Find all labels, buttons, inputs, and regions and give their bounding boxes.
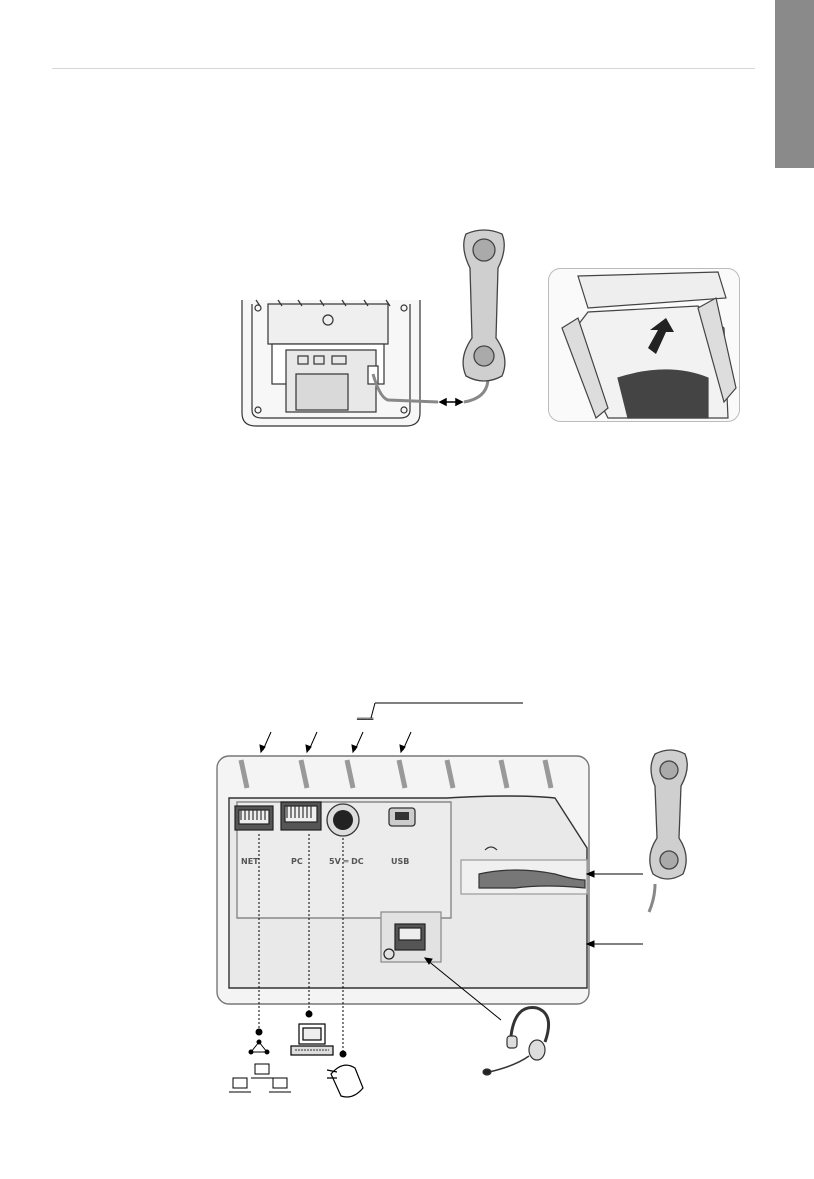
handset-cord — [371, 373, 439, 404]
cord-arrow-icon — [438, 397, 464, 407]
pc-port — [280, 801, 322, 831]
header-rule — [52, 68, 755, 69]
power-port — [326, 803, 360, 837]
section-tab — [775, 0, 814, 168]
power-adapter-icon — [326, 1064, 364, 1098]
handset-icon — [649, 749, 688, 880]
network-icon — [229, 1039, 291, 1093]
usb-port-label: USB — [391, 857, 409, 866]
stand-insert-arrow-icon — [648, 318, 674, 354]
net-port — [234, 805, 274, 831]
handset-icon — [462, 229, 506, 382]
headset-port — [380, 911, 442, 963]
pc-icon — [290, 1023, 334, 1056]
dc-symbol: ═══ — [356, 715, 374, 725]
usb-port — [388, 807, 416, 827]
pc-port-label: PC — [291, 857, 303, 866]
phone-base-rear — [241, 299, 421, 427]
stand-attach-figure — [548, 268, 740, 422]
net-port-label: NET — [241, 857, 259, 866]
power-port-label: 5V ═ DC — [329, 857, 364, 866]
phone-rear-figure — [241, 229, 506, 427]
ports-figure: ═══ NET PC 5V ═ DC USB — [216, 702, 688, 1098]
headset-icon — [482, 1006, 551, 1076]
